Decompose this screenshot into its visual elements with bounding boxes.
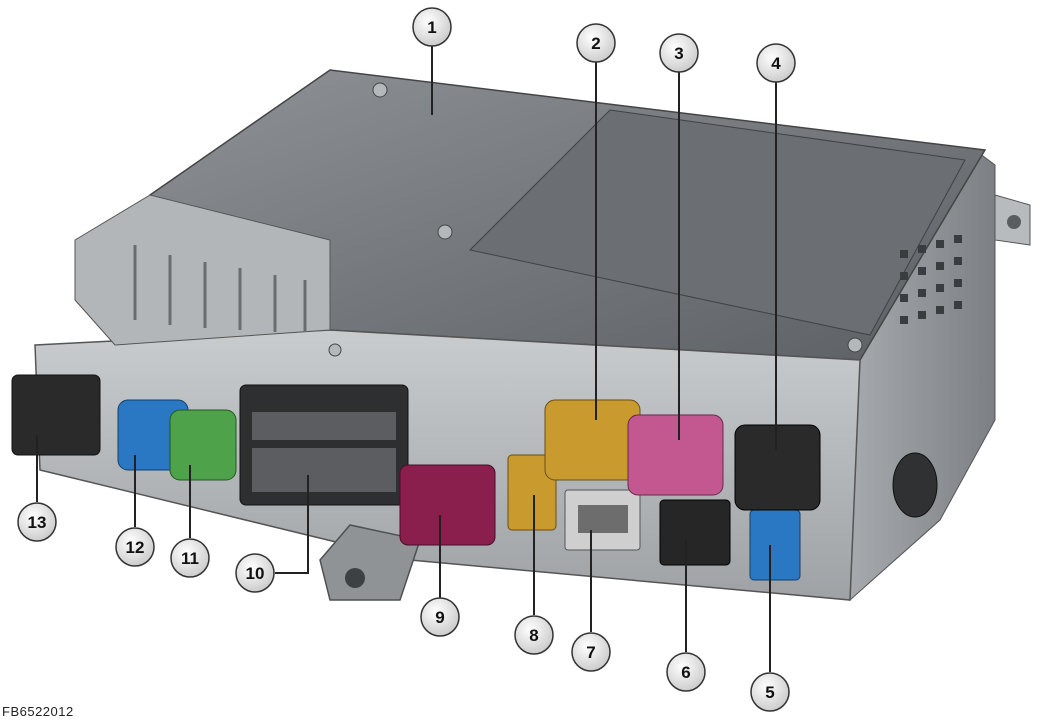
side-knob xyxy=(892,452,938,518)
callout-label: 13 xyxy=(28,513,47,532)
callout-label: 12 xyxy=(126,538,145,557)
callout-8: 8 xyxy=(514,615,554,655)
callout-circle xyxy=(576,23,616,63)
callout-label: 7 xyxy=(586,643,595,662)
screw-head xyxy=(847,337,863,353)
callout-6: 6 xyxy=(666,652,706,692)
connector-3-pink xyxy=(627,414,724,496)
callout-circle xyxy=(170,538,210,578)
figure-reference-code: FB6522012 xyxy=(2,704,74,719)
connector-11-green xyxy=(169,409,237,481)
connectors xyxy=(11,374,821,581)
side-vent-holes xyxy=(900,235,962,324)
callout-circle xyxy=(666,652,706,692)
connector-8-mustard-small xyxy=(507,454,557,531)
connector-4-black xyxy=(734,424,821,511)
callout-13: 13 xyxy=(17,502,57,542)
callout-label: 9 xyxy=(435,608,444,627)
heatsink-slots xyxy=(133,245,307,332)
connector-10-pins xyxy=(252,412,396,492)
callout-circle xyxy=(756,43,796,83)
callout-11: 11 xyxy=(170,538,210,578)
callout-1: 1 xyxy=(412,7,452,47)
callout-3: 3 xyxy=(659,33,699,73)
callout-label: 4 xyxy=(771,54,781,73)
callout-label: 3 xyxy=(674,44,683,63)
callout-9: 9 xyxy=(420,597,460,637)
callout-10: 10 xyxy=(235,553,275,593)
screw-head xyxy=(372,82,388,98)
callout-circle xyxy=(115,527,155,567)
callout-2: 2 xyxy=(576,23,616,63)
callout-circle xyxy=(235,553,275,593)
connector-7-usb-slot xyxy=(578,505,628,533)
callout-5: 5 xyxy=(750,672,790,712)
callout-label: 1 xyxy=(427,18,436,37)
callout-label: 10 xyxy=(246,564,265,583)
mounting-tab xyxy=(319,524,421,601)
callout-circle xyxy=(514,615,554,655)
top-cover-plate xyxy=(468,109,966,336)
callout-circle xyxy=(420,597,460,637)
callout-label: 11 xyxy=(181,549,199,568)
callout-label: 5 xyxy=(765,683,774,702)
leader-10 xyxy=(275,475,309,574)
callout-circle xyxy=(750,672,790,712)
connector-6-black xyxy=(659,499,731,566)
callout-circle xyxy=(412,7,452,47)
leader-lines xyxy=(36,46,777,672)
callout-4: 4 xyxy=(756,43,796,83)
screw-head xyxy=(328,343,342,357)
callout-label: 8 xyxy=(529,626,538,645)
mounting-hole xyxy=(345,568,365,588)
callout-label: 2 xyxy=(591,34,600,53)
left-heatsink-bracket xyxy=(74,194,331,346)
callout-label: 6 xyxy=(681,663,690,682)
side-ear-hole xyxy=(1007,215,1021,229)
callout-circle xyxy=(659,33,699,73)
connector-13-black xyxy=(11,374,101,456)
connector-2-mustard xyxy=(544,399,641,481)
callout-circle xyxy=(571,632,611,672)
callout-7: 7 xyxy=(571,632,611,672)
callout-12: 12 xyxy=(115,527,155,567)
connector-5-blue-small xyxy=(749,509,801,581)
screw-head xyxy=(437,224,453,240)
callout-circle xyxy=(17,502,57,542)
connector-9-violet xyxy=(399,464,496,546)
